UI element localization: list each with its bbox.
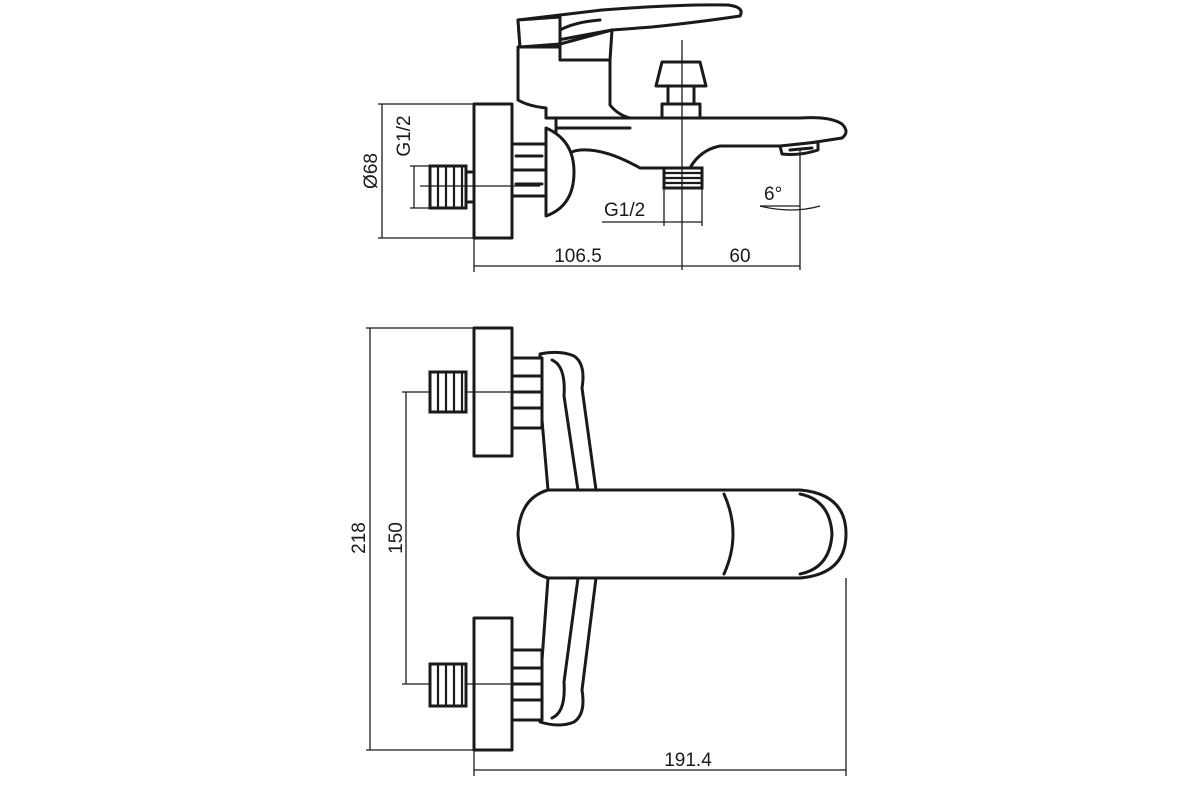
spout-offset-label: 60 bbox=[729, 246, 750, 267]
diameter-label: Ø68 bbox=[361, 153, 382, 189]
side-lever-grip bbox=[558, 18, 602, 32]
side-shower-outlet-thread-lines bbox=[664, 171, 702, 185]
side-inlet-thread-lines bbox=[436, 166, 464, 208]
front-bottom-inlet-thread-lines bbox=[436, 664, 464, 706]
front-top-inlet-thread-lines bbox=[436, 372, 464, 412]
side-lever-handle bbox=[516, 3, 743, 49]
spacing-label: 150 bbox=[386, 522, 407, 554]
side-lever-cap bbox=[516, 15, 562, 49]
side-inlet-thread bbox=[428, 164, 468, 210]
side-view: Ø68 G1/2 G1/2 6° 106.5 60 bbox=[361, 3, 848, 272]
side-diverter-stem bbox=[666, 84, 696, 106]
front-lever-inner bbox=[722, 492, 735, 576]
front-spine-inner-top bbox=[550, 358, 580, 492]
side-wall-flange bbox=[472, 102, 514, 240]
height-label: 218 bbox=[349, 522, 370, 554]
front-view: 218 150 191.4 bbox=[349, 326, 848, 776]
side-spout bbox=[544, 116, 848, 177]
side-diverter-base bbox=[660, 102, 702, 120]
front-spine-inner-bottom bbox=[550, 576, 580, 720]
spout-angle-label: 6° bbox=[764, 184, 782, 205]
side-body-bulge bbox=[544, 126, 576, 218]
outlet-thread-label: G1/2 bbox=[604, 200, 645, 221]
front-top-inlet-thread bbox=[428, 370, 468, 414]
front-bottom-inlet-thread bbox=[428, 662, 468, 708]
side-aerator-ring bbox=[788, 146, 814, 152]
depth-label: 106.5 bbox=[554, 246, 602, 267]
dim-angle-arc bbox=[759, 205, 821, 211]
front-spout-lever bbox=[516, 488, 848, 580]
inlet-thread-label: G1/2 bbox=[394, 115, 415, 156]
width-label: 191.4 bbox=[664, 750, 712, 771]
side-diverter-knob bbox=[654, 60, 708, 88]
front-lever-tip bbox=[798, 492, 834, 576]
